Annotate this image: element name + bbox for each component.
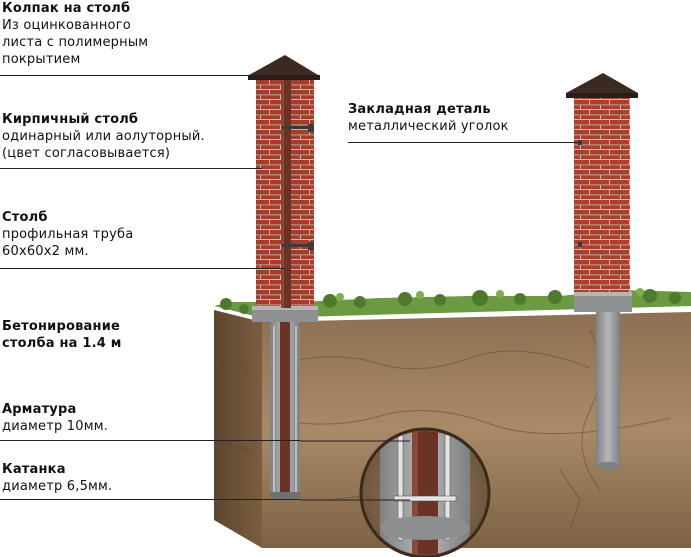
callout-title: Бетонирование [2,319,121,334]
grass-highlights [336,288,644,301]
left-pipe-underground [280,322,290,494]
right-plinth [574,292,632,312]
right-cap [566,73,638,93]
left-cap [249,55,318,75]
callout-desc: Из оцинкованного [2,18,131,33]
callout-title: столба на 1.4 м [2,336,122,351]
grass-surface [214,290,691,318]
callout-cap: Колпак на столб Из оцинкованного листа с… [2,0,148,68]
callout-desc: одинарный или аолуторный. [2,129,205,144]
leader-embedded-part [348,142,580,143]
callout-title: Арматура [2,402,77,417]
callout-wire-rod: Катанка диаметр 6,5мм. [2,461,112,495]
callout-desc: металлический уголок [348,119,509,134]
callout-desc: (цвет согласовывается) [2,146,171,161]
soil-left-face [214,310,262,548]
callout-embedded-part: Закладная деталь металлический уголок [348,101,509,135]
leader-rebar [0,440,300,441]
callout-title: Закладная деталь [348,102,491,117]
left-pipe [281,72,291,308]
right-brick-column [574,94,630,292]
callout-pipe: Столб профильная труба 60х60х2 мм. [2,209,133,260]
callout-title: Катанка [2,462,66,477]
grass-tufts [220,289,681,314]
leader-cap [0,75,252,76]
callout-title: Колпак на столб [2,1,131,16]
callout-desc: 60х60х2 мм. [2,244,89,259]
callout-rebar: Арматура диаметр 10мм. [2,401,108,435]
callout-desc: профильная труба [2,227,134,242]
callout-desc: диаметр 6,5мм. [2,479,113,494]
right-pipe-underground [596,312,620,466]
callout-title: Кирпичный столб [2,112,139,127]
leader-pipe [0,268,284,269]
callout-desc: листа с полимерным [2,35,149,50]
zoom-detail [359,427,491,557]
callout-brick-column: Кирпичный столб одинарный или аолуторный… [2,111,205,162]
callout-concreting: Бетонирование столба на 1.4 м [2,318,122,352]
callout-desc: диаметр 10мм. [2,419,109,434]
leader-brick-column [0,168,262,169]
callout-title: Столб [2,210,48,225]
leader-wire-rod [0,499,300,500]
callout-desc: покрытием [2,52,81,67]
